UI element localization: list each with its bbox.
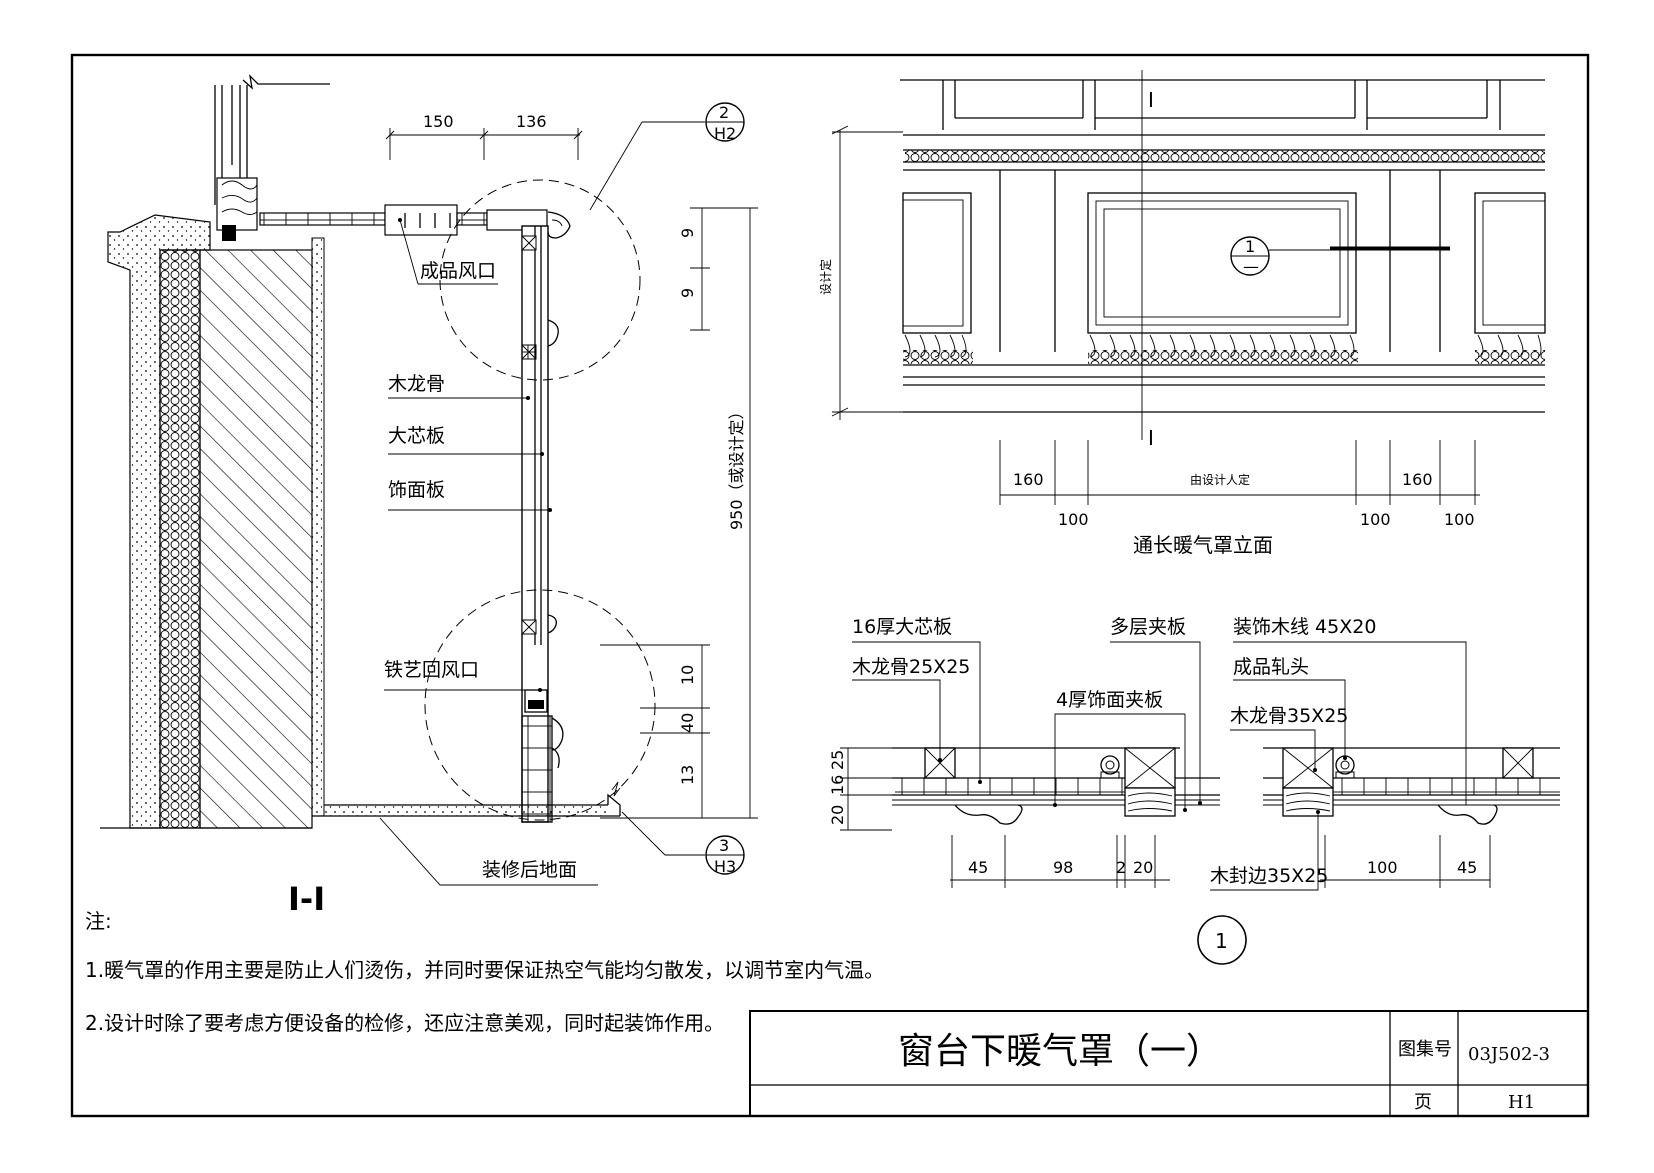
dim-d-100: 100 (1367, 858, 1398, 877)
svg-text:H2: H2 (714, 124, 736, 143)
detail-number (1197, 915, 1247, 965)
sill-board (259, 212, 386, 226)
edge-left (1124, 787, 1176, 817)
dim-136: 136 (516, 112, 547, 131)
dim-150: 150 (423, 112, 454, 131)
bead-band (905, 150, 1545, 162)
wall-structure (199, 249, 313, 829)
skirting (521, 715, 553, 823)
notes-heading: 注: (85, 909, 112, 933)
label-core16: 16厚大芯板 (852, 616, 952, 638)
label-floor: 装修后地面 (482, 859, 577, 881)
dim-d-45-right: 45 (1457, 858, 1477, 877)
note-2: 2.设计时除了要考虑方便设备的检修，还应注意美观，同时起装饰作用。 (85, 1011, 724, 1035)
label-return-vent: 铁艺回风口 (384, 659, 479, 681)
dim-160-left: 160 (1013, 470, 1044, 489)
dim-d-2: 2 (1116, 858, 1126, 877)
wall-finish (311, 237, 325, 817)
atlas-label: 图集号 (1398, 1039, 1452, 1060)
dim-9-a: 9 (678, 228, 697, 238)
label-plywood: 多层夹板 (1110, 616, 1186, 638)
title-block: 窗台下暖气罩（一） 图集号 03J502-3 页 H1 (749, 1010, 1589, 1117)
dim-100-b: 100 (1360, 510, 1391, 529)
wall-insulation (159, 249, 201, 829)
label-face-board: 饰面板 (388, 479, 445, 501)
height-note: 设计定 (818, 259, 833, 295)
label-keel: 木龙骨 (388, 373, 445, 395)
dim-designer: 由设计人定 (1190, 472, 1250, 487)
section-view: 150 136 9 9 950（或设计定） 10 40 13 成品风口 木龙骨 (100, 74, 758, 918)
dim-10: 10 (678, 665, 697, 685)
label-core-board: 大芯板 (388, 425, 445, 447)
dim-d-25: 25 (828, 750, 847, 770)
dim-d-16: 16 (828, 775, 847, 795)
finial-left (1100, 755, 1120, 775)
page-number: H1 (1508, 1092, 1535, 1113)
edge-right (1282, 787, 1334, 817)
dim-160-right: 160 (1402, 470, 1433, 489)
dim-d-20: 20 (828, 805, 847, 825)
note-1: 1.暖气罩的作用主要是防止人们烫伤，并同时要保证热空气能均匀散发，以调节室内气温… (85, 958, 884, 982)
label-vent: 成品风口 (420, 260, 496, 282)
dim-100-a: 100 (1058, 510, 1089, 529)
dim-40: 40 (678, 713, 697, 733)
label-trim: 装饰木线 45X20 (1233, 616, 1376, 638)
core-board-left (895, 778, 1125, 795)
svg-text:H3: H3 (714, 857, 736, 876)
dim-9-b: 9 (678, 288, 697, 298)
label-edge: 木封边35X25 (1210, 865, 1328, 887)
dim-950: 950（或设计定） (727, 403, 746, 530)
window-sill-block (216, 177, 258, 231)
trim-left (954, 804, 1023, 825)
label-keel35: 木龙骨35X25 (1230, 705, 1348, 727)
section-mark-bottom: I (1148, 426, 1154, 450)
svg-text:3: 3 (719, 836, 729, 855)
dim-100-c: 100 (1444, 510, 1475, 529)
elevation-view: I I 1 — 设计定 160 由设计人定 160 100 100 10 (818, 70, 1546, 557)
label-finial: 成品轧头 (1233, 656, 1309, 678)
detail-1-view: 25 16 20 45 98 2 20 100 45 16厚大芯板 木龙骨25X… (828, 616, 1560, 965)
trim-right (1437, 804, 1498, 825)
dim-d-20b: 20 (1133, 858, 1153, 877)
dim-d-45-left: 45 (968, 858, 988, 877)
svg-text:1: 1 (1215, 929, 1228, 953)
section-mark-top: I (1148, 88, 1154, 112)
dim-13: 13 (678, 765, 697, 785)
svg-text:—: — (1243, 257, 1259, 276)
svg-text:1: 1 (1245, 237, 1255, 256)
notes: 注: 1.暖气罩的作用主要是防止人们烫伤，并同时要保证热空气能均匀散发，以调节室… (85, 909, 884, 1035)
dim-d-98: 98 (1053, 858, 1073, 877)
section-caption: I-I (288, 880, 325, 918)
drawing-title: 窗台下暖气罩（一） (898, 1031, 1222, 1072)
label-keel25: 木龙骨25X25 (852, 656, 970, 678)
label-face4: 4厚饰面夹板 (1056, 689, 1163, 711)
page-label: 页 (1414, 1092, 1432, 1113)
atlas-number: 03J502-3 (1468, 1044, 1550, 1065)
svg-text:2: 2 (719, 103, 729, 122)
core-board-right (1330, 778, 1560, 795)
elevation-caption: 通长暖气罩立面 (1133, 533, 1273, 557)
